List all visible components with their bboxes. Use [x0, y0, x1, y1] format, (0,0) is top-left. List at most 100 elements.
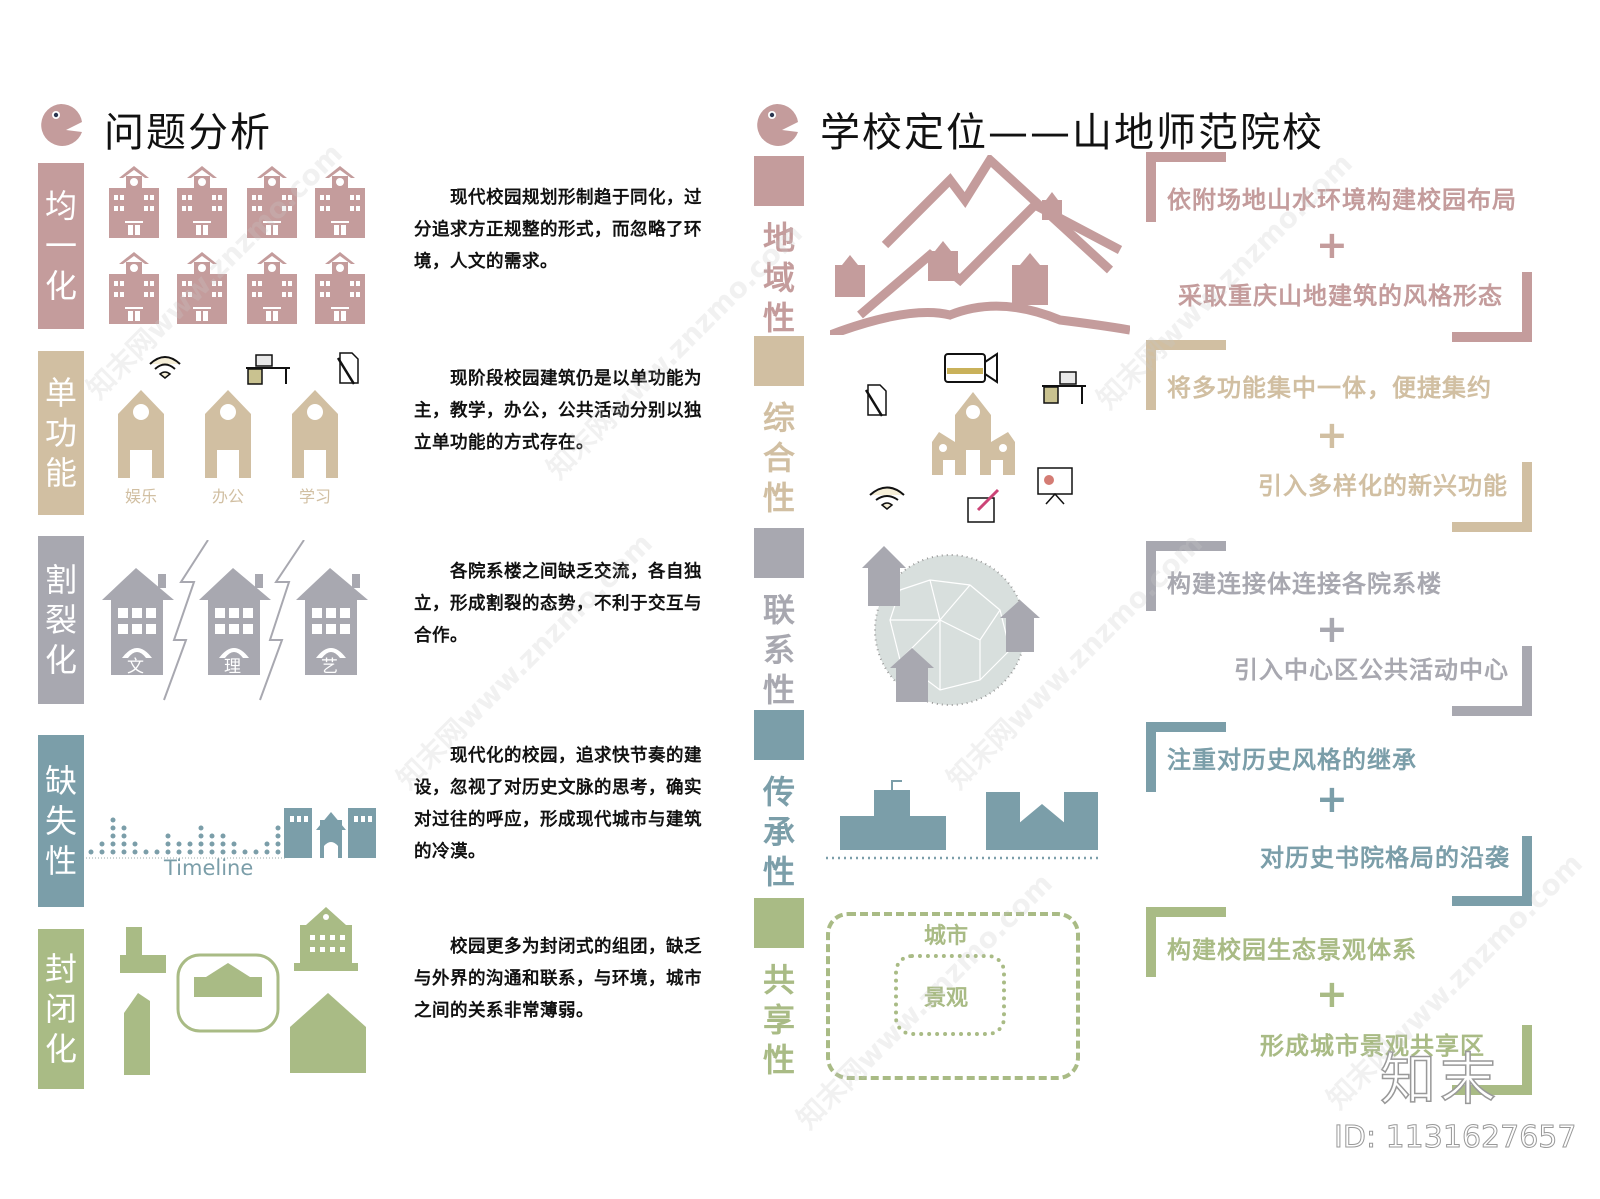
wifi-icon: [149, 356, 181, 379]
label-char: 化: [44, 1030, 77, 1068]
label-char: 化: [44, 641, 77, 679]
bracket-bottom-right: [1452, 462, 1532, 532]
point-regional-2: 采取重庆山地建筑的风格形态: [1178, 282, 1503, 310]
timeline-label: Timeline: [164, 856, 254, 880]
section-label-connectivity: 联 系 性: [762, 590, 796, 710]
section-label-absence: 缺 失 性: [38, 735, 84, 907]
label-char: 失: [44, 802, 77, 840]
label-char: 性: [762, 671, 795, 709]
label-char: 传: [762, 773, 795, 811]
presentation-board-icon: [1037, 467, 1073, 505]
label-char: 联: [762, 591, 795, 629]
plus-icon: +: [1316, 413, 1348, 457]
desk-icon: [1042, 371, 1086, 404]
label-char: 能: [44, 454, 77, 492]
image-id: ID: 1131627657: [1333, 1120, 1577, 1156]
uniform-schools-illustration: [109, 166, 365, 324]
city-boundary-box: [826, 912, 1080, 1080]
building-label-art: 艺: [321, 657, 338, 677]
point-comprehensive-2: 引入多样化的新兴功能: [1258, 472, 1508, 500]
label-char: 性: [762, 479, 795, 517]
page-title-left: 问题分析: [104, 110, 272, 156]
label-char: 综: [762, 399, 795, 437]
label-char: 一: [44, 227, 77, 265]
closed-campus-illustration: [120, 907, 366, 1075]
label-char: 闭: [44, 990, 77, 1028]
bracket-top-left: [1146, 340, 1226, 410]
point-connectivity-1: 构建连接体连接各院系楼: [1167, 570, 1442, 598]
plus-icon: +: [1316, 223, 1348, 267]
section-label-uniformity: 均 一 化: [38, 163, 84, 329]
single-function-illustration: [118, 352, 359, 478]
bracket-bottom-right: [1452, 836, 1532, 906]
document-icon: [864, 384, 887, 417]
point-regional-1: 依附场地山水环境构建校园布局: [1167, 186, 1517, 214]
mountain-campus-illustration: [830, 155, 1130, 335]
section-label-heritage: 传 承 性: [762, 772, 796, 892]
building-label-arts: 文: [127, 657, 144, 677]
color-square-heritage: [754, 710, 804, 760]
video-camera-icon: [944, 352, 998, 384]
plus-icon: +: [1316, 777, 1348, 821]
label-char: 单: [44, 374, 77, 412]
label-char: 性: [762, 853, 795, 891]
pacman-logo-icon: [41, 103, 82, 146]
plus-icon: +: [1316, 607, 1348, 651]
fragmented-buildings-illustration: [102, 540, 368, 701]
label-char: 域: [762, 259, 795, 297]
bracket-bottom-right: [1452, 272, 1532, 342]
point-sharing-1: 构建校园生态景观体系: [1167, 936, 1417, 964]
section-label-closure: 封 闭 化: [38, 929, 84, 1089]
caption-entertainment: 娱乐: [125, 487, 158, 506]
landscape-boundary-box: [894, 954, 1006, 1036]
label-char: 享: [762, 1001, 795, 1039]
heritage-buildings-illustration: [826, 780, 1102, 860]
paragraph-fragmentation: 各院系楼之间缺乏交流，各自独立，形成割裂的态势，不利于交互与合作。: [414, 562, 702, 646]
label-char: 地: [762, 219, 795, 257]
page-title-right: 学校定位——山地师范院校: [820, 110, 1324, 156]
edit-note-icon: [967, 488, 1000, 523]
city-label: 城市: [924, 924, 969, 949]
desk-icon: [246, 354, 290, 385]
point-heritage-2: 对历史书院格局的沿袭: [1260, 844, 1510, 872]
bracket-bottom-right: [1452, 1025, 1532, 1095]
label-char: 缺: [44, 762, 77, 800]
label-char: 裂: [44, 601, 77, 639]
landscape-label: 景观: [924, 986, 969, 1011]
label-char: 均: [44, 187, 77, 225]
label-char: 功: [44, 414, 77, 452]
timeline-illustration: [86, 808, 376, 859]
label-char: 性: [44, 842, 77, 880]
paragraph-absence: 现代化的校园，追求快节奏的建设，忽视了对历史文脉的思考，确实对过往的呼应，形成现…: [414, 746, 702, 862]
section-label-single-function: 单 功 能: [38, 351, 84, 515]
label-char: 割: [44, 561, 77, 599]
paragraph-closure: 校园更多为封闭式的组团，缺乏与外界的沟通和联系，与环境，城市之间的关系非常薄弱。: [414, 937, 702, 1021]
bracket-top-left: [1146, 722, 1226, 792]
bracket-bottom-right: [1452, 646, 1532, 716]
bracket-top-left: [1146, 907, 1226, 977]
building-label-science: 理: [224, 657, 241, 677]
label-char: 性: [762, 1041, 795, 1079]
point-sharing-2: 形成城市景观共享区: [1260, 1032, 1485, 1060]
color-square-connectivity: [754, 528, 804, 578]
point-comprehensive-1: 将多功能集中一体，便捷集约: [1167, 374, 1492, 402]
label-char: 共: [762, 961, 795, 999]
point-heritage-1: 注重对历史风格的继承: [1167, 746, 1417, 774]
point-connectivity-2: 引入中心区公共活动中心: [1234, 656, 1509, 684]
color-square-comprehensive: [754, 336, 804, 386]
label-char: 合: [762, 439, 795, 477]
plus-icon: +: [1316, 972, 1348, 1016]
document-icon: [336, 352, 359, 385]
pacman-logo-icon: [757, 103, 798, 146]
section-label-fragmentation: 割 裂 化: [38, 536, 84, 704]
label-char: 封: [44, 950, 77, 988]
bracket-top-left: [1146, 152, 1226, 222]
section-label-sharing: 共 享 性: [762, 960, 796, 1080]
paragraph-single-function: 现阶段校园建筑仍是以单功能为主，教学，办公，公共活动分别以独立单功能的方式存在。: [414, 369, 702, 453]
label-char: 系: [762, 631, 795, 669]
section-label-comprehensive: 综 合 性: [762, 398, 796, 518]
bracket-top-left: [1146, 541, 1226, 611]
label-char: 性: [762, 299, 795, 337]
wifi-icon: [869, 486, 905, 510]
paragraph-uniformity: 现代校园规划形制趋于同化，过分追求方正规整的形式，而忽略了环境，人文的需求。: [414, 188, 702, 272]
